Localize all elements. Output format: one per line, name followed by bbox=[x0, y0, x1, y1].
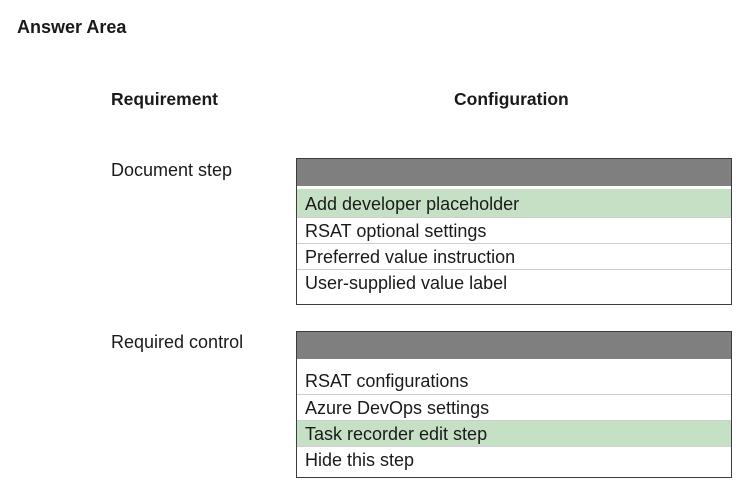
answer-area-title: Answer Area bbox=[17, 17, 127, 37]
option-preferred-value-instruction[interactable]: Preferred value instruction bbox=[297, 243, 731, 269]
document-step-dropdown[interactable]: Add developer placeholder RSAT optional … bbox=[296, 158, 732, 305]
dropdown-options-list: RSAT configurations Azure DevOps setting… bbox=[297, 359, 731, 472]
dropdown-header-bar[interactable] bbox=[297, 159, 731, 186]
requirement-column-header: Requirement bbox=[111, 89, 218, 109]
required-control-dropdown[interactable]: RSAT configurations Azure DevOps setting… bbox=[296, 331, 732, 478]
requirement-label-required-control: Required control bbox=[111, 332, 244, 352]
option-rsat-configurations[interactable]: RSAT configurations bbox=[305, 371, 469, 391]
option-azure-devops-settings[interactable]: Azure DevOps settings bbox=[297, 394, 731, 420]
option-user-supplied-value-label[interactable]: User-supplied value label bbox=[297, 269, 731, 295]
option-add-developer-placeholder[interactable]: Add developer placeholder bbox=[297, 189, 731, 217]
dropdown-header-bar[interactable] bbox=[297, 332, 731, 359]
requirement-label-document-step: Document step bbox=[111, 160, 233, 180]
configuration-column-header: Configuration bbox=[454, 89, 569, 109]
option-hide-this-step[interactable]: Hide this step bbox=[297, 446, 731, 472]
option-rsat-optional-settings[interactable]: RSAT optional settings bbox=[297, 217, 731, 243]
dropdown-options-list: Add developer placeholder RSAT optional … bbox=[297, 186, 731, 295]
option-task-recorder-edit-step[interactable]: Task recorder edit step bbox=[297, 420, 731, 446]
